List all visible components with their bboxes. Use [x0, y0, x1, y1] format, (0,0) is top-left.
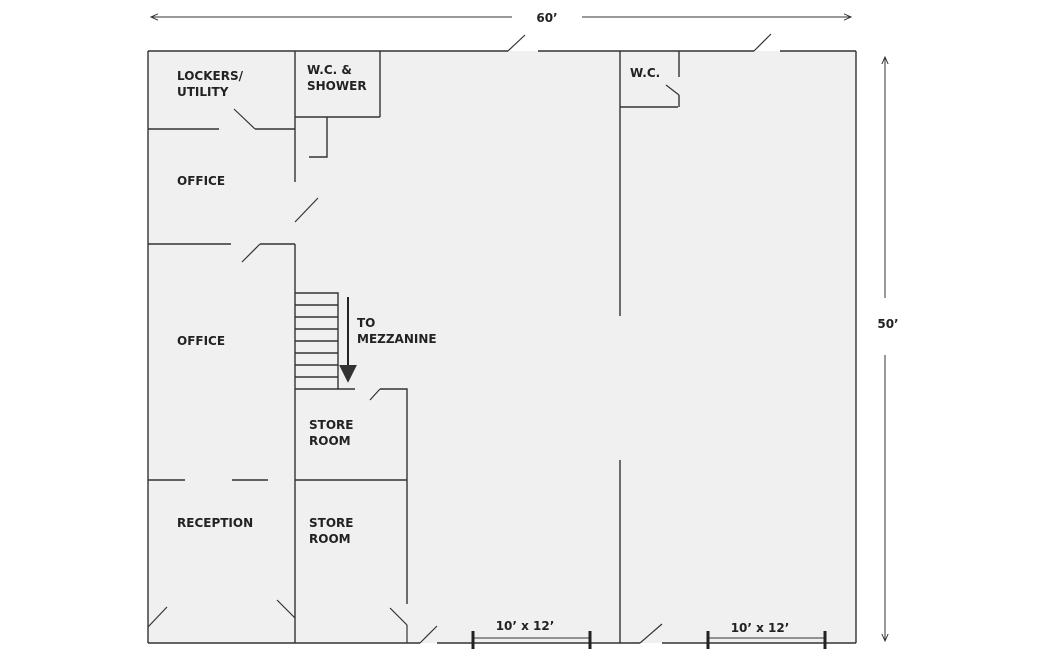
room-label-wc-right: W.C. [630, 66, 660, 80]
room-label-store-lower-line2: ROOM [309, 532, 351, 546]
room-label-office-upper: OFFICE [177, 174, 225, 188]
loading-door-left-label: 10’ x 12’ [496, 619, 555, 633]
room-label-reception: RECEPTION [177, 516, 253, 530]
outer-walls [147, 50, 857, 644]
floor-area [148, 51, 856, 643]
staircase [295, 292, 339, 389]
room-label-wc-shower-line1: W.C. & [307, 63, 352, 77]
label-to-mezzanine-line1: TO [357, 316, 375, 330]
loading-door-right-label: 10’ x 12’ [731, 621, 790, 635]
loading-door-right [706, 631, 827, 649]
room-label-lockers-line1: LOCKERS/ [177, 69, 244, 83]
room-label-office-lower: OFFICE [177, 334, 225, 348]
loading-door-left [471, 631, 592, 649]
doors [147, 33, 772, 644]
height-dimension-label: 50’ [877, 317, 898, 331]
room-label-store-lower-line1: STORE [309, 516, 353, 530]
room-label-lockers-line2: UTILITY [177, 85, 229, 99]
room-label-wc-shower-line2: SHOWER [307, 79, 367, 93]
interior-walls [148, 51, 680, 643]
label-to-mezzanine-line2: MEZZANINE [357, 332, 437, 346]
width-dimension-label: 60’ [536, 11, 557, 25]
room-label-store-upper-line2: ROOM [309, 434, 351, 448]
room-label-store-upper-line1: STORE [309, 418, 353, 432]
